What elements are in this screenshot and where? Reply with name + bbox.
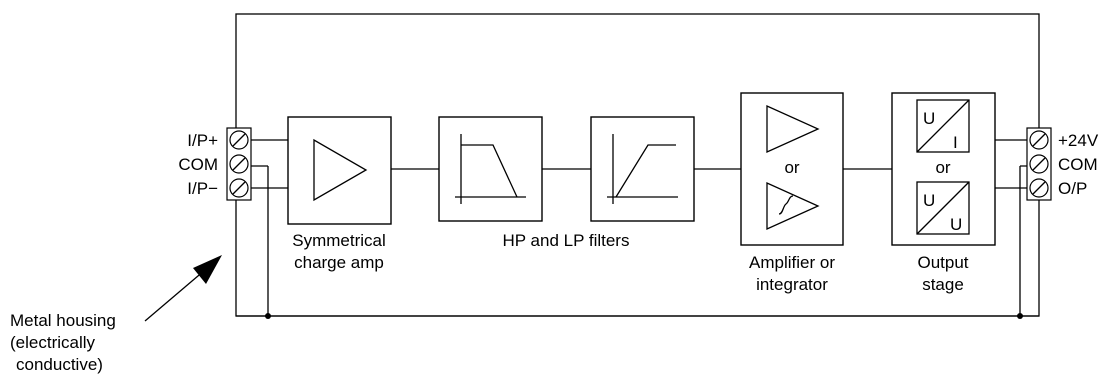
charge-amp-block — [287, 116, 392, 225]
terminal-screw-com-in — [229, 154, 249, 174]
ground-junction-right — [1017, 313, 1023, 319]
amplifier-label-line1: Amplifier or — [749, 253, 835, 272]
filters-label: HP and LP filters — [503, 231, 630, 250]
highpass-filter-block — [590, 116, 695, 222]
housing-note-line2: (electrically — [10, 333, 96, 352]
terminal-label-ip-minus: I/P− — [187, 179, 218, 198]
output-stage-label-line1: Output — [917, 253, 968, 272]
ground-junction-left — [265, 313, 271, 319]
integrator-icon — [766, 181, 820, 231]
housing-note-line3: conductive) — [16, 355, 103, 374]
u-to-i-u-label: U — [923, 109, 935, 128]
amplifier-triangle-icon — [313, 138, 368, 202]
output-or-label: or — [935, 158, 950, 177]
terminal-screw-op — [1029, 178, 1049, 198]
housing-note-line1: Metal housing — [10, 311, 116, 330]
amplifier-or-label: or — [784, 158, 799, 177]
lowpass-filter-icon — [455, 134, 526, 204]
charge-amp-label-line1: Symmetrical — [292, 231, 386, 250]
u-to-u-top-label: U — [923, 191, 935, 210]
charge-amp-label-line2: charge amp — [294, 253, 384, 272]
amplifier-integrator-block — [740, 92, 844, 246]
lowpass-filter-block — [438, 116, 543, 222]
terminal-label-ip-plus: I/P+ — [187, 131, 218, 150]
terminal-screw-com-out — [1029, 154, 1049, 174]
terminal-label-plus24v: +24V — [1058, 131, 1099, 150]
output-terminal-block — [1026, 127, 1052, 201]
highpass-filter-icon — [607, 134, 678, 204]
u-to-i-i-label: I — [953, 133, 958, 152]
terminal-screw-ip-minus — [229, 178, 249, 198]
amplifier-triangle-icon-2 — [766, 104, 820, 154]
u-to-u-bottom-label: U — [950, 215, 962, 234]
output-stage-block — [891, 92, 996, 246]
amplifier-label-line2: integrator — [756, 275, 828, 294]
voltage-to-current-icon — [916, 99, 970, 153]
terminal-screw-ip-plus — [229, 130, 249, 150]
output-stage-label-line2: stage — [922, 275, 964, 294]
terminal-label-com-out: COM — [1058, 155, 1098, 174]
terminal-label-com-in: COM — [178, 155, 218, 174]
input-terminal-block — [226, 127, 252, 201]
terminal-label-op: O/P — [1058, 179, 1087, 198]
housing-pointer-arrow — [144, 255, 222, 322]
terminal-screw-plus24v — [1029, 130, 1049, 150]
voltage-to-voltage-icon — [916, 181, 970, 235]
